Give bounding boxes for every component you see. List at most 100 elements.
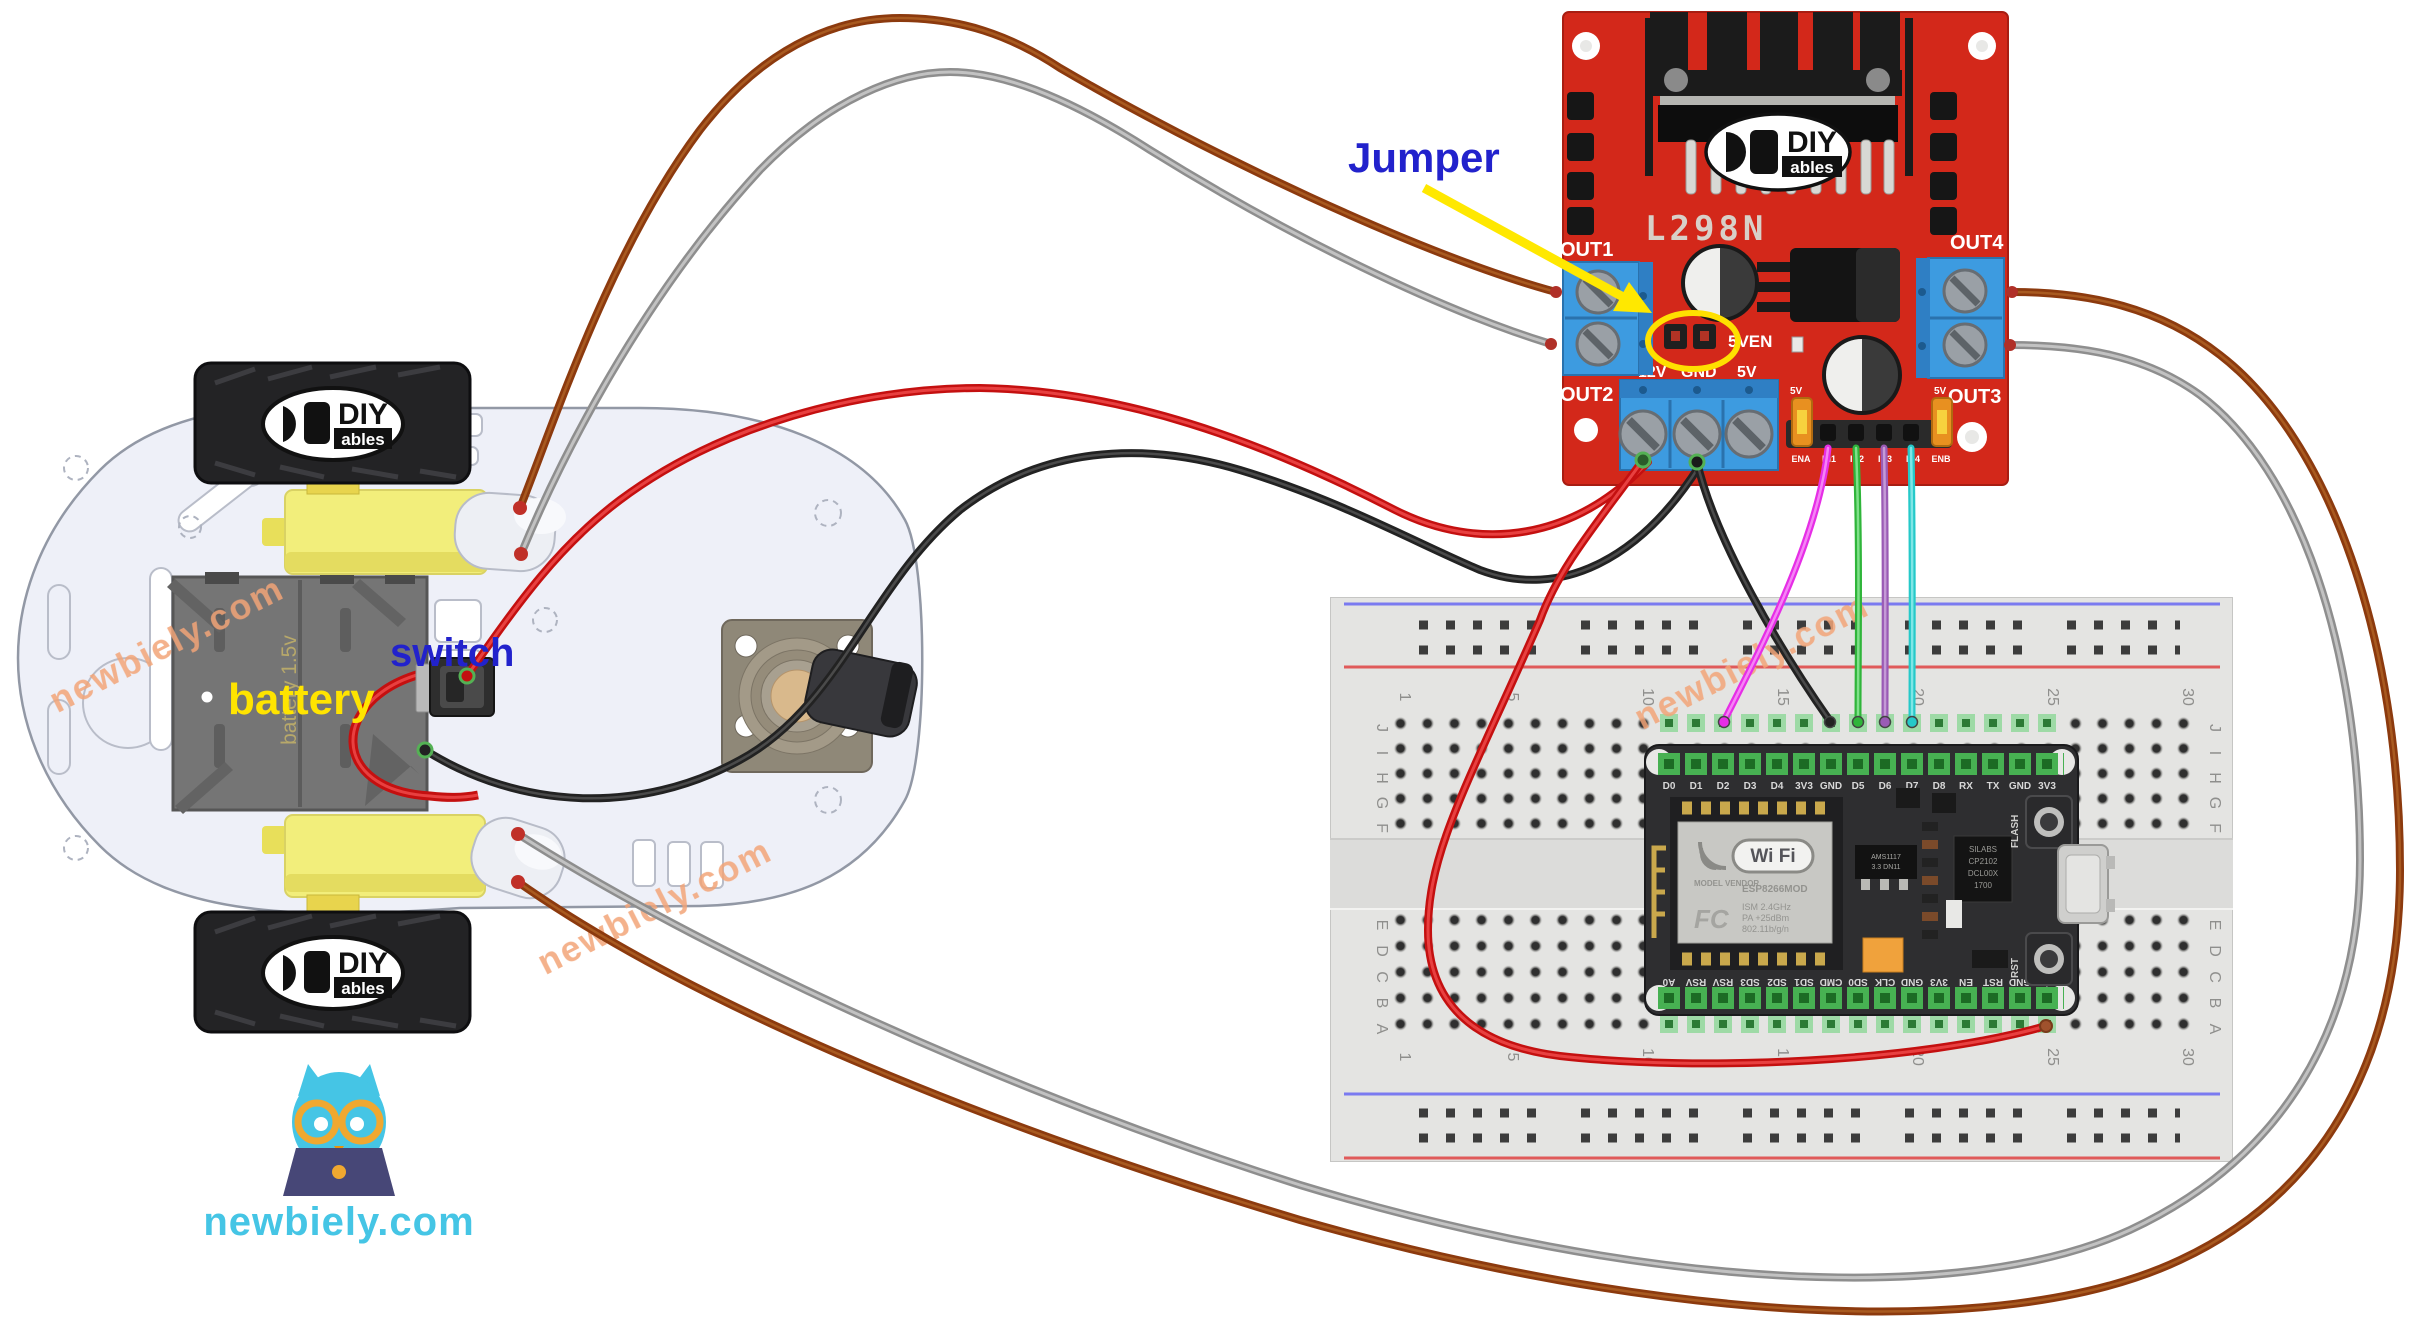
- switch-label: switch: [390, 631, 514, 675]
- caster-wheel: [721, 619, 918, 773]
- battery-label: battery: [228, 675, 375, 724]
- bb-row-letter: C: [2206, 971, 2223, 983]
- silk-out3: OUT3: [1948, 386, 2001, 408]
- silk-out2: OUT2: [1560, 384, 1613, 406]
- nodemcu-bottom-pin-label: SD0: [1848, 976, 1868, 987]
- owl-eye-right: [350, 1117, 364, 1131]
- wire-black-switch-gnd: [421, 449, 1704, 803]
- esp-cert-line: 802.11b/g/n: [1742, 924, 1789, 934]
- bb-row-letter: H: [2206, 772, 2223, 784]
- usb-chip-text: SILABS: [1969, 845, 1997, 854]
- wire-brown-leftmotor-out1: [516, 13, 1560, 512]
- bb-row-letter: A: [1373, 1024, 1390, 1035]
- wheel-top: DIY ables: [193, 361, 472, 495]
- micro-usb-port: [2057, 844, 2115, 924]
- silk-5v: 5V: [1737, 364, 1757, 381]
- battery-switch-wire: [348, 669, 479, 802]
- nodemcu-top-pin-label: TX: [1987, 781, 2000, 792]
- nodemcu-top-pin-label: D7: [1906, 781, 1919, 792]
- wire-gray-rightmotor-out4: [514, 341, 2365, 1282]
- site-logo-text: newbiely.com: [203, 1200, 474, 1244]
- wheel-bottom: DIY ables: [193, 894, 472, 1034]
- l298n-heatsink: DIY ables: [1645, 12, 1913, 195]
- l298n-header-pin-label: ENB: [1931, 454, 1951, 464]
- bb-row-letter: C: [1373, 971, 1390, 983]
- nodemcu-bottom-pin-label: EN: [1959, 976, 1973, 987]
- l298n-logo-ables: ables: [1790, 158, 1833, 177]
- nodemcu-top-pin-label: 3V3: [1795, 781, 1813, 792]
- bb-row-letter: D: [1373, 945, 1390, 957]
- jumper-highlight-ellipse: [1645, 310, 1741, 372]
- tantalum-capacitor: [1862, 937, 1904, 973]
- bb-row-letter: H: [1373, 772, 1390, 784]
- nodemcu-top-pin-label: D5: [1852, 781, 1865, 792]
- nodemcu-top-pin-label: D0: [1663, 781, 1676, 792]
- nodemcu-top-pin-label: D1: [1690, 781, 1703, 792]
- nodemcu-bottom-pin-label: SD2: [1767, 976, 1787, 987]
- wifi-wave-icon: [1698, 841, 1727, 870]
- silk-ena-5v: 5V: [1790, 386, 1803, 397]
- usb-chip-text: CP2102: [1969, 857, 1998, 866]
- l298n-board: DIY ables L298N: [1560, 11, 2009, 486]
- power-switch: [415, 657, 495, 717]
- esp-module-name: ESP8266MOD: [1742, 884, 1808, 895]
- nodemcu-top-pin-label: 3V3: [2038, 781, 2056, 792]
- silk-out4: OUT4: [1950, 232, 2004, 254]
- reset-button-label: RST: [2010, 958, 2021, 978]
- jumper-arrow-line: [1421, 184, 1628, 302]
- bb-col-number: 1: [1396, 693, 1413, 702]
- wheel-logo-diy: DIY: [338, 398, 388, 431]
- l298n-capacitors: [1681, 244, 1902, 415]
- nodemcu-top-pin-label: GND: [1820, 781, 1842, 792]
- nodemcu-bottom-pin-label: SD3: [1740, 976, 1760, 987]
- bb-row-letter: G: [2206, 797, 2223, 809]
- bb-row-letter: F: [2206, 823, 2223, 833]
- nodemcu-top-pin-label: D8: [1933, 781, 1946, 792]
- bb-row-letter: F: [1373, 823, 1390, 833]
- motor-left: [262, 489, 566, 575]
- bb-col-number: 15: [1774, 688, 1791, 706]
- bb-row-letter: I: [2206, 751, 2223, 755]
- bb-row-letter: D: [2206, 945, 2223, 957]
- jumper-arrow-head: [1613, 282, 1652, 313]
- nodemcu-bottom-pin-label: SD1: [1794, 976, 1814, 987]
- bb-row-letter: A: [2206, 1024, 2223, 1035]
- l298n-diode-banks: [1567, 92, 1957, 235]
- bb-col-number: 25: [2044, 688, 2061, 706]
- nodemcu-bottom-pin-label: 3V3: [1930, 976, 1948, 987]
- usb-chip-text: DCL00X: [1968, 869, 1999, 878]
- wire-terminals: [416, 286, 2053, 1033]
- l298n-silkscreen: 5VEN 12V GND 5V OUT1 OUT2 OUT4 OUT3 5V 5…: [1560, 232, 2004, 408]
- esp-model-vendor: MODEL VENDOR: [1694, 879, 1759, 888]
- usb-chip-text: 1700: [1974, 881, 1992, 890]
- bb-col-number: 5: [1504, 1053, 1521, 1062]
- esp-cert-line: PA +25dBm: [1742, 913, 1789, 923]
- smd-components: [1862, 788, 2008, 973]
- nodemcu-bottom-pin-label: RSV: [1712, 976, 1733, 987]
- nodemcu-top-pin-label: D3: [1744, 781, 1757, 792]
- bb-row-letter: G: [1373, 797, 1390, 809]
- jumper-label: Jumper: [1348, 134, 1500, 181]
- voltage-regulator: AMS1117 3.3 DN11: [1855, 845, 1917, 890]
- regulator-text: AMS1117: [1871, 854, 1901, 861]
- robot-car: battery 1.5v: [16, 361, 924, 1034]
- wire-black-gnd-gnd: [1693, 458, 1834, 725]
- esp8266-module: Wi Fi MODEL VENDOR ESP8266MOD FC ISM 2.4…: [1651, 797, 1843, 970]
- fcc-logo: FC: [1694, 904, 1730, 934]
- bb-col-number: 10: [1639, 688, 1656, 706]
- nodemcu-bottom-pin-label: RST: [1983, 976, 2003, 987]
- nodemcu-bottom-pin-label: CLK: [1874, 976, 1895, 987]
- l298n-jumper-pins: [1664, 324, 1716, 349]
- bb-row-letter: J: [1373, 724, 1390, 732]
- nodemcu-bottom-pin-label: A0: [1662, 976, 1675, 987]
- l298n-out1-terminal: [1562, 261, 1653, 376]
- l298n-header-pin-label: ENA: [1791, 454, 1811, 464]
- bb-row-letter: E: [2206, 920, 2223, 931]
- l298n-out4-out3-terminal: [1916, 257, 2005, 379]
- nodemcu-bottom-pin-label: RSV: [1685, 976, 1706, 987]
- wire-green-in2-d5: [1852, 444, 1862, 725]
- nodemcu-top-pin-label: D2: [1717, 781, 1730, 792]
- silk-enb-5v: 5V: [1934, 386, 1947, 397]
- antenna-trace: [1651, 845, 1666, 938]
